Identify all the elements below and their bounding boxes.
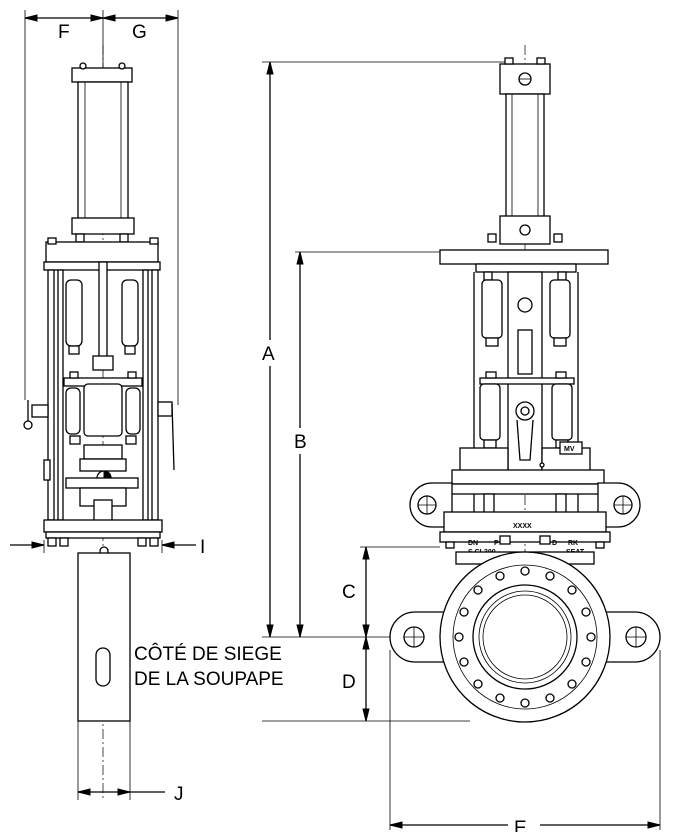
front-view: MV XXXX DN P D RK S CL300 SEAT	[262, 45, 661, 830]
label-b: B	[294, 432, 307, 453]
nameplate-right-row1b: RK	[568, 540, 578, 547]
label-g: G	[132, 22, 147, 43]
nameplate-right-row1: D	[552, 540, 557, 547]
nameplate-mid-row1: P	[494, 540, 499, 547]
dimension-labels: F G I J A B C D E	[58, 22, 540, 832]
label-d: D	[342, 672, 356, 693]
label-a: A	[262, 344, 275, 365]
mv-tag: MV	[564, 446, 575, 453]
side-view	[10, 10, 196, 800]
seat-side-line2: DE LA SOUPAPE	[134, 669, 284, 690]
seat-side-line1: CÔTÉ DE SIEGE	[134, 643, 282, 665]
nameplate-left-row1: DN	[468, 540, 478, 547]
label-e: E	[514, 818, 527, 832]
label-f: F	[58, 22, 70, 43]
bolt-circle	[454, 566, 596, 708]
label-j: J	[174, 784, 184, 805]
seat-side-label: CÔTÉ DE SIEGE DE LA SOUPAPE	[134, 643, 284, 690]
nameplate-top: XXXX	[513, 523, 532, 530]
label-i: I	[200, 537, 205, 558]
label-c: C	[342, 582, 356, 603]
